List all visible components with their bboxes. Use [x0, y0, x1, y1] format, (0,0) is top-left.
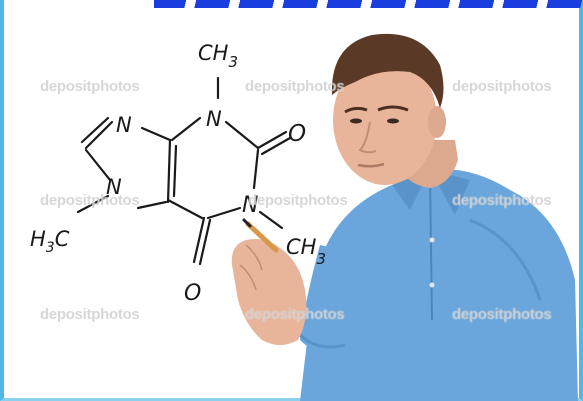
watermark: depositphotos — [245, 78, 345, 95]
ch3-right-label: CH3 — [286, 235, 326, 268]
man-with-pen — [231, 33, 578, 401]
n-right-label: N — [242, 193, 258, 218]
o-right-label: O — [288, 121, 306, 147]
blue-shirt — [300, 169, 578, 401]
hand — [231, 239, 307, 345]
n-ring-top-label: N — [116, 113, 132, 137]
watermark: depositphotos — [40, 306, 140, 323]
face — [333, 55, 437, 185]
hair — [331, 33, 444, 108]
watermark: depositphotos — [452, 192, 552, 209]
n-top-label: N — [206, 107, 222, 131]
h3c-left-label: H3C — [30, 227, 70, 256]
watermark: depositphotos — [452, 78, 552, 95]
ch3-top-label: CH3 — [198, 41, 238, 71]
watermark: depositphotos — [245, 306, 345, 323]
n-ring-bottom-label: N — [106, 175, 122, 199]
watermark: depositphotos — [40, 78, 140, 95]
watermark: depositphotos — [452, 306, 552, 323]
caffeine-molecule-drawing: CH3 N O N N N CH3 O H3C — [30, 41, 326, 306]
o-bottom-label: O — [184, 281, 201, 306]
watermark: depositphotos — [40, 192, 140, 209]
pen — [245, 221, 279, 253]
watermark: depositphotos — [248, 192, 348, 209]
